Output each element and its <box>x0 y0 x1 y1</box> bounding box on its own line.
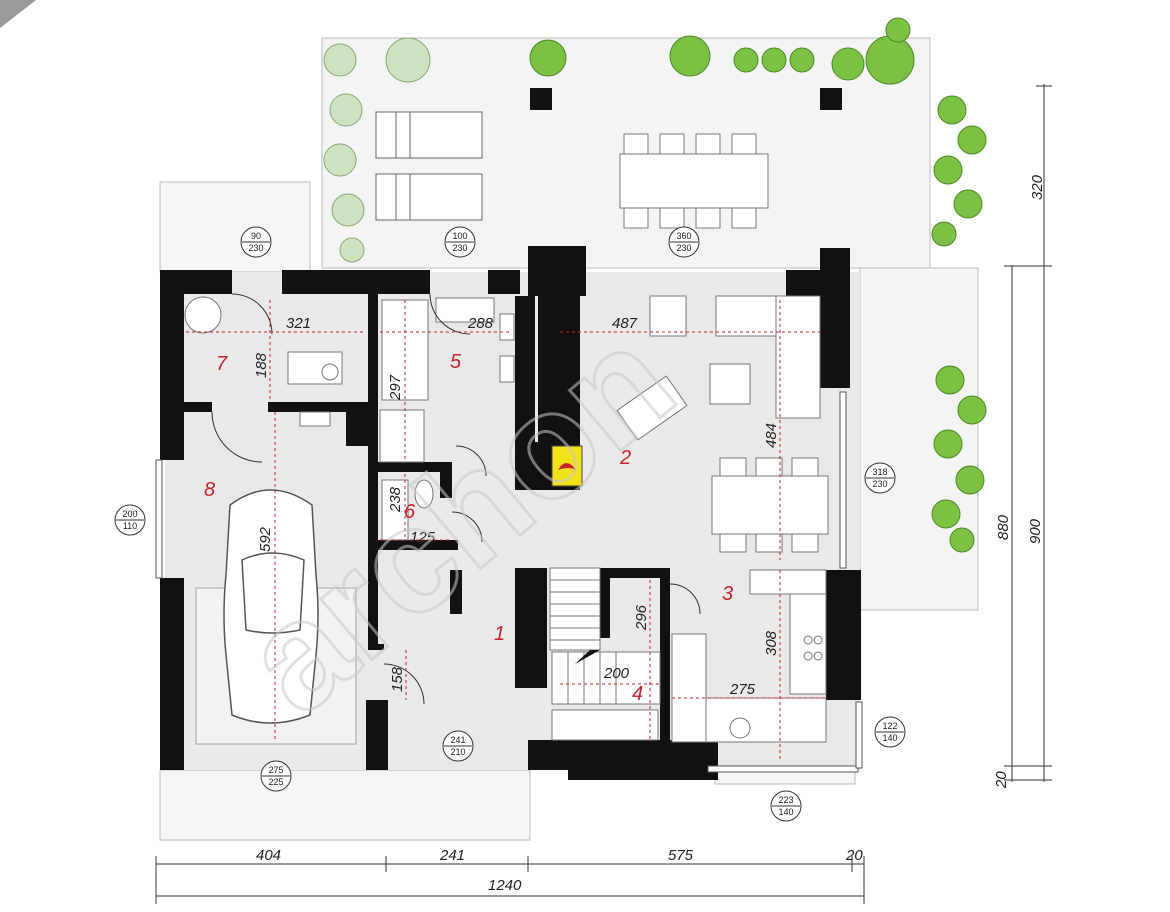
room-label-6: 6 <box>404 501 416 523</box>
dim-308: 308 <box>763 630 780 656</box>
opening-tag-8: 275 225 <box>260 760 292 792</box>
living-furniture <box>616 295 829 743</box>
dim-592: 592 <box>257 526 274 552</box>
plants <box>529 17 987 553</box>
dim-880: 880 <box>995 514 1012 540</box>
door-swings <box>211 293 701 705</box>
boiler <box>184 296 222 334</box>
opening-tag-1: 90 230 <box>240 226 272 258</box>
svg-text:122: 122 <box>882 721 897 731</box>
dim-321: 321 <box>286 315 311 332</box>
terrace-dining-table <box>619 133 769 229</box>
corner-mark <box>0 0 36 28</box>
dim-275: 275 <box>729 681 756 698</box>
svg-text:210: 210 <box>450 747 465 757</box>
dim-288: 288 <box>467 315 494 332</box>
dim-125: 125 <box>410 529 436 546</box>
room-label-1: 1 <box>494 623 505 645</box>
svg-text:230: 230 <box>872 479 887 489</box>
svg-text:223: 223 <box>778 795 793 805</box>
opening-tag-5: 200 110 <box>114 504 146 536</box>
svg-text:200: 200 <box>122 509 137 519</box>
hall-furniture <box>287 297 515 541</box>
svg-text:230: 230 <box>452 243 467 253</box>
dim-404: 404 <box>256 847 281 864</box>
right-dimension-chain <box>1004 84 1052 782</box>
terrace-column-left <box>530 88 552 110</box>
svg-text:318: 318 <box>872 467 887 477</box>
svg-text:360: 360 <box>676 231 691 241</box>
svg-text:225: 225 <box>268 777 283 787</box>
stair-arrow <box>575 650 600 664</box>
windows <box>155 391 863 773</box>
dimension-lines <box>186 300 826 760</box>
svg-text:275: 275 <box>268 765 283 775</box>
room-label-8: 8 <box>204 479 215 501</box>
terrace-column-right <box>820 88 842 110</box>
dim-900: 900 <box>1027 518 1044 544</box>
svg-text:241: 241 <box>450 735 465 745</box>
svg-text:140: 140 <box>882 733 897 743</box>
car <box>195 489 357 745</box>
dim-188: 188 <box>253 352 270 378</box>
opening-tag-3: 360 230 <box>668 226 700 258</box>
dim-296: 296 <box>633 604 650 631</box>
opening-tag-6: 122 140 <box>874 716 906 748</box>
sun-loungers <box>375 111 483 221</box>
front-apron <box>159 769 531 841</box>
opening-tag-7: 241 210 <box>442 730 474 762</box>
dim-200: 200 <box>603 665 630 682</box>
svg-text:230: 230 <box>248 243 263 253</box>
opening-tag-2: 100 230 <box>444 226 476 258</box>
hedge <box>323 37 431 263</box>
dim-487: 487 <box>612 315 638 332</box>
dim-20-right: 20 <box>993 771 1010 789</box>
dim-297: 297 <box>387 374 404 401</box>
dim-238: 238 <box>387 486 404 513</box>
opening-tag-4: 318 230 <box>864 462 896 494</box>
opening-tag-9: 223 140 <box>770 790 802 822</box>
room-label-2: 2 <box>619 447 631 469</box>
room-label-4: 4 <box>632 683 643 705</box>
garage-roof-overhang <box>159 181 311 273</box>
staircase <box>549 567 661 741</box>
room-label-3: 3 <box>722 583 733 605</box>
dim-241: 241 <box>439 847 465 864</box>
svg-text:140: 140 <box>778 807 793 817</box>
svg-text:100: 100 <box>452 231 467 241</box>
dim-158: 158 <box>389 666 406 692</box>
svg-text:110: 110 <box>123 521 137 531</box>
svg-text:230: 230 <box>676 243 691 253</box>
dim-20-bottom: 20 <box>845 847 863 864</box>
room-label-5: 5 <box>450 351 462 373</box>
svg-text:90: 90 <box>251 231 261 241</box>
room-label-7: 7 <box>216 353 228 375</box>
dim-575: 575 <box>668 847 694 864</box>
fire-icon <box>558 463 576 470</box>
dim-484: 484 <box>763 423 780 448</box>
dim-320: 320 <box>1029 174 1046 200</box>
dim-1240: 1240 <box>488 877 522 894</box>
bottom-dimension-chain <box>155 856 865 904</box>
